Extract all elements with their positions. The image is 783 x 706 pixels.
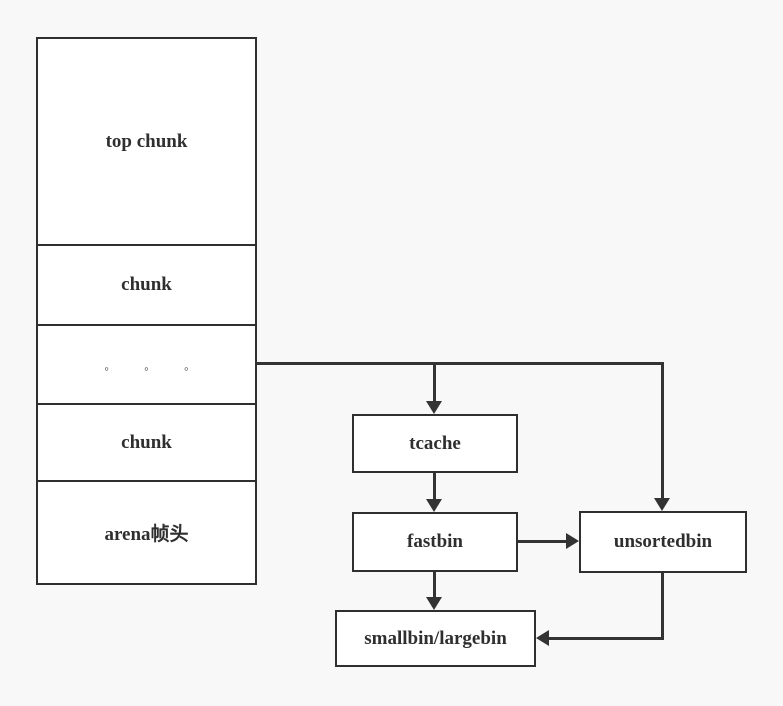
memory-cell-chunk-1: chunk xyxy=(36,244,257,326)
memory-cell-ellipsis-label: ◦ ◦ ◦ xyxy=(104,360,205,376)
tcache-box-label: tcache xyxy=(409,432,461,454)
arrowhead-fastbin-to-unsortedbin-icon xyxy=(566,533,579,549)
memory-cell-ellipsis: ◦ ◦ ◦ xyxy=(36,324,257,405)
arrowhead-into-tcache-icon xyxy=(426,401,442,414)
connector-fastbin-to-unsortedbin xyxy=(518,540,567,543)
connector-ellipsis-to-bins-horizontal xyxy=(255,362,664,365)
connector-branch-to-tcache xyxy=(433,362,436,402)
memory-cell-chunk-2: chunk xyxy=(36,403,257,482)
arrowhead-into-smallbin-icon xyxy=(426,597,442,610)
fastbin-box: fastbin xyxy=(352,512,518,572)
unsortedbin-box: unsortedbin xyxy=(579,511,747,573)
connector-branch-to-unsortedbin xyxy=(661,362,664,499)
memory-cell-top-chunk-label: top chunk xyxy=(105,130,188,152)
connector-fastbin-to-smallbin xyxy=(433,572,436,598)
arrowhead-into-unsortedbin-icon xyxy=(654,498,670,511)
fastbin-box-label: fastbin xyxy=(407,531,463,552)
tcache-box: tcache xyxy=(352,414,518,473)
memory-cell-arena-header-label: arena帧头 xyxy=(104,524,189,545)
unsortedbin-box-label: unsortedbin xyxy=(613,531,713,552)
connector-unsortedbin-down xyxy=(661,573,664,640)
memory-cell-top-chunk: top chunk xyxy=(36,37,257,246)
connector-tcache-to-fastbin xyxy=(433,473,436,500)
arrowhead-unsortedbin-to-smallbin-icon xyxy=(536,630,549,646)
memory-cell-chunk-1-label: chunk xyxy=(121,274,172,295)
arrowhead-into-fastbin-icon xyxy=(426,499,442,512)
memory-cell-chunk-2-label: chunk xyxy=(121,431,172,453)
connector-unsortedbin-to-smallbin xyxy=(549,637,664,640)
smallbin-largebin-box: smallbin/largebin xyxy=(335,610,536,667)
smallbin-largebin-box-label: smallbin/largebin xyxy=(364,627,507,649)
memory-cell-arena-header: arena帧头 xyxy=(36,480,257,585)
